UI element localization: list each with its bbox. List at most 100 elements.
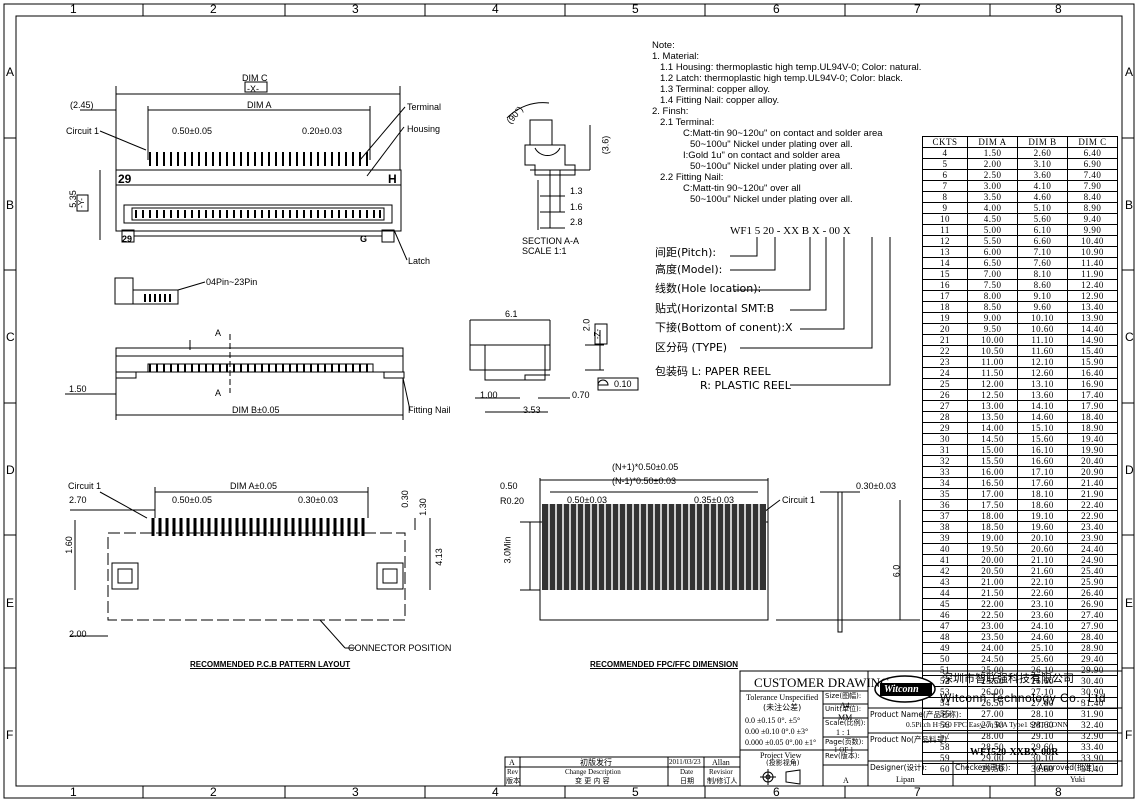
checked-label: Checked(审核): (955, 763, 1011, 772)
legend-hole-location: 线数(Hole location): (655, 282, 762, 295)
product-name-value: 0.5Pitch H=2.0 FPC Easy-on R/A Type1 SMT… (906, 720, 1068, 729)
page-value: 1 OF 1 (834, 746, 854, 754)
tolerance-label-cn: (未注公差) (763, 703, 802, 712)
pcb-pads (151, 518, 365, 536)
row-label: B (6, 198, 15, 212)
pcb-circuit-1-label: Circuit 1 (68, 481, 102, 491)
col-label: 5 (632, 785, 639, 799)
circuit-1-label: Circuit 1 (66, 126, 100, 136)
table-cell: 13 (921, 246, 969, 258)
date-header-cn: 日期 (680, 777, 694, 785)
col-label: 3 (352, 785, 359, 799)
fpc-thickness-label: 0.30±0.03 (856, 481, 896, 491)
size-value: A4 (840, 701, 850, 710)
fpc-finger-gaps (548, 504, 760, 590)
company-logo-icon (874, 675, 936, 703)
dim-16-label: 1.6 (570, 202, 583, 212)
row-label: A (1125, 65, 1134, 79)
part-code: WF1 5 20 - XX B X - 00 X (730, 225, 851, 237)
product-name-label: Product Name(产品名称): (870, 710, 962, 719)
revision-by: Allan (712, 758, 730, 767)
fpc-n-plus-1-label: (N+1)*0.50±0.05 (612, 462, 679, 472)
row-label: E (1125, 596, 1134, 610)
dim-a-label: DIM A (247, 100, 272, 110)
designer-value: Lipan (896, 775, 915, 784)
note-line: 50~100u" Nickel under plating over all. (690, 139, 853, 150)
scale-label: Scale(比例): (825, 719, 866, 727)
connector-position-label: CONNECTOR POSITION (348, 643, 452, 653)
col-label: 4 (492, 785, 499, 799)
section-title: SECTION A-A (522, 236, 580, 246)
fpc-dimension-title: RECOMMENDED FPC/FFC DIMENSION (590, 660, 738, 669)
pin-29-label: 29 (118, 172, 132, 186)
legend-type: 区分码 (TYPE) (655, 341, 728, 354)
note-line: 2. Finsh: (652, 106, 689, 117)
dimension-table-header: CKTS DIM A DIM B DIM C (921, 136, 1118, 148)
size-label: Size(图幅): (825, 692, 862, 700)
pcb-layout (70, 487, 431, 649)
dim-070-label: 0.70 (572, 390, 590, 400)
pin-29-bottom-label: 29 (122, 234, 133, 244)
pin-width-020-label: 0.20±0.03 (302, 126, 342, 136)
row-label: C (6, 330, 15, 344)
table-cell: 60 (921, 763, 969, 775)
tolerance-row-1: 0.0 ±0.15 0°. ±5° (745, 716, 801, 725)
col-label: 5 (632, 2, 639, 16)
pin-h-label: H (388, 172, 397, 186)
housing-label: Housing (407, 124, 441, 134)
note-line: 1.1 Housing: thermoplastic high temp.UL9… (660, 62, 922, 73)
legend-model: 高度(Model): (655, 263, 723, 276)
tolerance-row-3: 0.000 ±0.05 0°.00 ±1° (745, 738, 817, 747)
top-view-pins (135, 152, 381, 218)
section-mark-a-bottom: A (215, 388, 222, 398)
legend-plastic-reel: R: PLASTIC REEL (700, 379, 791, 392)
note-line: 1.2 Latch: thermoplastic high temp.UL94V… (660, 73, 903, 84)
tolerance-label: Tolerance Unspecified (746, 693, 819, 702)
row-label: E (6, 596, 15, 610)
pitch-050-label: 0.50±0.05 (172, 126, 212, 136)
scale-value: 1 : 1 (836, 728, 851, 737)
revisor-header-cn: 制/修订人 (707, 777, 738, 785)
row-label: D (6, 463, 15, 477)
fitting-nail-label: Fitting Nail (408, 405, 451, 415)
col-label: 2 (210, 785, 217, 799)
latch-label: Latch (408, 256, 431, 266)
revision-date: 2011/03/23 (669, 758, 701, 766)
x-datum-label: -X- (247, 84, 259, 94)
dim-b-label: DIM B±0.05 (232, 405, 280, 415)
pcb-200-label: 2.00 (69, 629, 87, 639)
tolerance-row-2: 0.00 ±0.10 0°.0 ±3° (745, 727, 809, 736)
unit-value: MM (838, 713, 853, 722)
rev-value: A (843, 776, 849, 785)
projection-label: Project View (760, 751, 802, 760)
pcb-270-label: 2.70 (69, 495, 87, 505)
note-line: 1.3 Terminal: copper alloy. (660, 84, 771, 95)
legend-pitch: 间距(Pitch): (655, 246, 717, 259)
row-label: F (1125, 728, 1133, 742)
fpc-r020-label: R0.20 (500, 496, 525, 506)
dim-61-label: 6.1 (505, 309, 518, 319)
customer-drawing-title: CUSTOMER DRAWING (754, 675, 890, 690)
product-no-label: Product No(产品料号): (870, 735, 950, 744)
approved-label: Approved(批准): (1038, 763, 1098, 772)
unit-label: Unit(单位): (825, 705, 862, 713)
